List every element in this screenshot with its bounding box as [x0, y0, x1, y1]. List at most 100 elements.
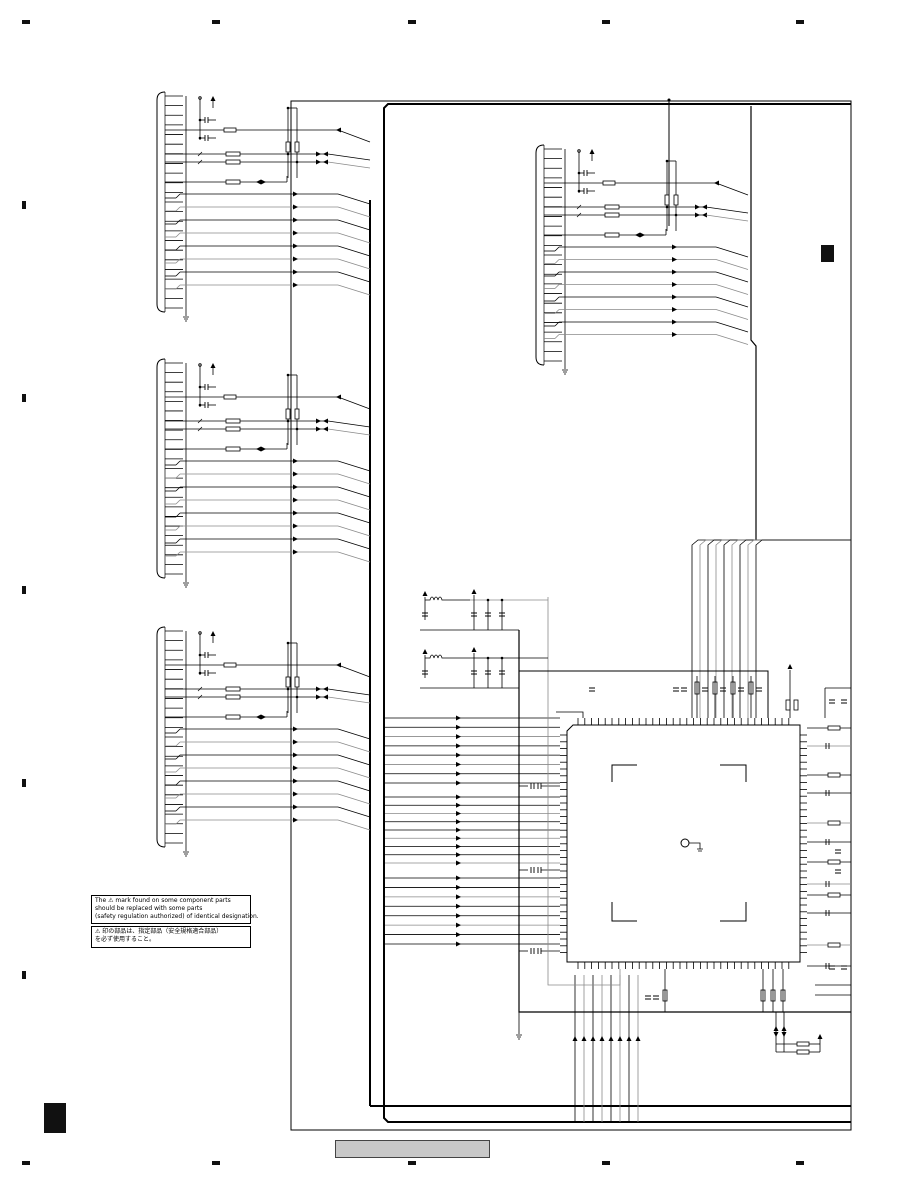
- capacitor: [825, 743, 830, 749]
- arrow-up-icon: [626, 1036, 632, 1041]
- wire: [175, 473, 181, 479]
- wire: [175, 551, 181, 557]
- connector-body: [156, 358, 166, 579]
- resistor: [225, 686, 241, 692]
- resistor: [827, 772, 841, 778]
- connector-body: [156, 91, 166, 313]
- arrow-left-icon: [635, 232, 640, 238]
- capacitor: [204, 402, 209, 408]
- arrow-right-icon: [672, 319, 677, 325]
- ground-icon: [183, 851, 189, 857]
- junction-dot: [286, 687, 290, 691]
- wire: [175, 754, 181, 760]
- zone-marker: [22, 971, 26, 979]
- wire: [554, 284, 560, 289]
- arrow-right-icon: [456, 913, 461, 919]
- arrow-left-icon: [323, 694, 328, 700]
- arrow-right-icon: [293, 243, 298, 249]
- capacitor: [583, 188, 588, 194]
- main-ic-body: [566, 724, 801, 963]
- wire: [175, 232, 181, 238]
- inner-block-frame: [750, 106, 757, 540]
- capacitor: [720, 687, 726, 692]
- junction-dot: [198, 118, 202, 122]
- safety-notice-line: should be replaced with some parts: [95, 905, 203, 912]
- wire: [715, 321, 749, 333]
- arrow-left-icon: [702, 212, 707, 218]
- capacitor: [537, 948, 542, 954]
- supply-wire: [519, 670, 769, 718]
- arrow-right-icon: [316, 694, 321, 700]
- main-ic-corner-bl: [611, 902, 637, 922]
- supply-terminal: [198, 363, 202, 367]
- arrow-right-icon: [456, 932, 461, 938]
- wire: [337, 754, 371, 766]
- resistor: [225, 446, 241, 452]
- wire: [175, 284, 181, 290]
- wire: [175, 793, 181, 799]
- connector-body: [156, 626, 166, 848]
- junction-dot: [486, 598, 490, 602]
- zone-marker: [212, 1161, 220, 1165]
- arrow-right-icon: [456, 922, 461, 928]
- safety-notice-line: (safety regulation authorized) of identi…: [95, 913, 259, 920]
- wire: [175, 486, 181, 492]
- junction-dot: [577, 171, 581, 175]
- junction-dot: [295, 427, 299, 431]
- wire: [337, 793, 371, 805]
- zone-marker: [22, 586, 26, 594]
- wire: [175, 728, 181, 734]
- capacitor: [645, 995, 651, 1000]
- safety-notice-english: The ⚠ mark found on some component parts…: [91, 895, 259, 924]
- arrow-up-icon: [608, 1036, 614, 1041]
- arrow-right-icon: [316, 418, 321, 424]
- arrow-right-icon: [672, 294, 677, 300]
- capacitor: [530, 867, 535, 873]
- safety-notice-line: を必ず使用すること。: [95, 936, 156, 943]
- arrow-right-icon: [672, 257, 677, 262]
- junction-dot: [286, 419, 290, 423]
- wire: [337, 728, 371, 740]
- main-ic-pins: [560, 718, 807, 969]
- arrow-right-icon: [456, 802, 461, 808]
- connector: [535, 144, 749, 375]
- wire: [175, 525, 181, 531]
- wire: [175, 206, 181, 212]
- resistor: [793, 699, 799, 711]
- zone-marker: [602, 20, 610, 24]
- resistor: [604, 204, 620, 210]
- arrow-right-icon: [456, 884, 461, 890]
- arrow-right-icon: [293, 256, 298, 262]
- ground-icon: [183, 582, 189, 588]
- arrow-right-icon: [456, 844, 461, 849]
- capacitor: [841, 965, 847, 970]
- capacitor: [589, 687, 595, 692]
- zone-marker: [796, 20, 804, 24]
- pin-mark: [197, 686, 203, 700]
- arrow-right-icon: [456, 794, 461, 800]
- arrow-left-icon: [323, 426, 328, 432]
- resistor: [225, 151, 241, 157]
- arrow-right-icon: [456, 761, 461, 767]
- arrow-right-icon: [316, 151, 321, 157]
- supply-terminal: [198, 631, 202, 635]
- wire: [337, 232, 371, 244]
- arrow-right-icon: [672, 244, 677, 250]
- arrow-right-icon: [456, 835, 461, 841]
- capacitor: [681, 687, 687, 692]
- resistor: [225, 714, 241, 720]
- capacitor: [530, 948, 535, 954]
- resistor: [827, 942, 841, 948]
- capacitor: [583, 170, 588, 176]
- wire: [715, 259, 749, 270]
- resistor: [785, 699, 791, 711]
- arrow-right-icon: [456, 771, 461, 777]
- ground-icon: [516, 1034, 522, 1040]
- wire: [715, 284, 749, 295]
- ground-icon: [689, 842, 703, 852]
- arrow-right-icon: [456, 743, 461, 749]
- connector: [156, 626, 371, 857]
- zone-marker: [22, 20, 30, 24]
- zone-marker: [212, 20, 220, 24]
- wire: [337, 780, 371, 792]
